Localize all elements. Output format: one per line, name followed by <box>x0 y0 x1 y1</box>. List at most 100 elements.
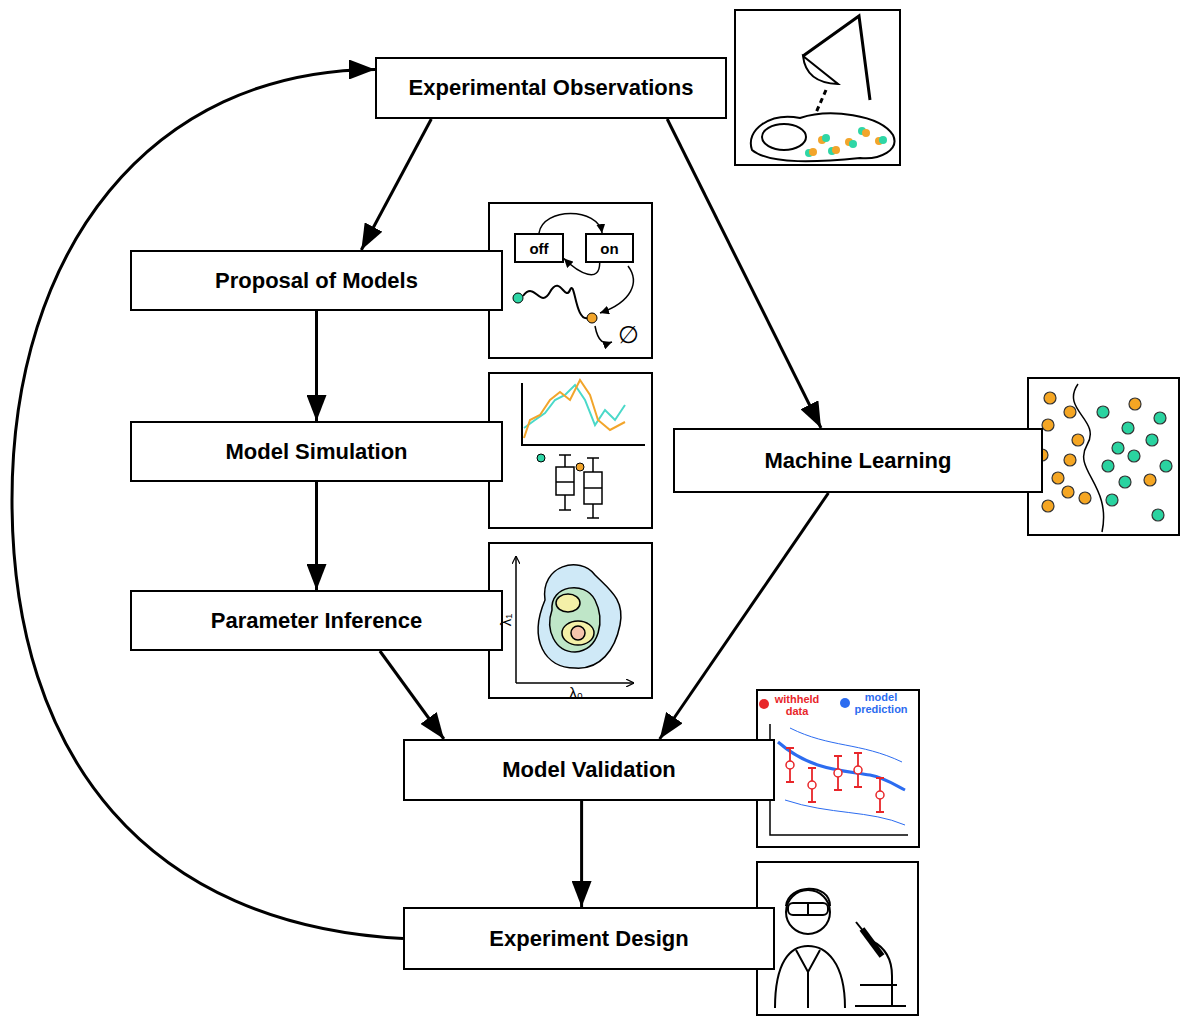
classifier-panel-part-part <box>1062 486 1074 498</box>
scientist-panel-part-part <box>786 890 830 934</box>
scientist-panel-part-part <box>775 946 845 1008</box>
validation-panel-part-part <box>854 753 862 787</box>
flow-arrow <box>660 493 829 739</box>
validation-panel-part <box>786 761 884 799</box>
process-box: Proposal of Models <box>130 250 503 311</box>
posterior-panel-part <box>516 682 634 684</box>
scientist-panel-part <box>862 929 882 956</box>
posterior-panel <box>489 543 652 698</box>
simulation-panel-part <box>556 467 574 495</box>
classifier-panel-part-part <box>1042 500 1054 512</box>
simulation-panel <box>489 373 652 528</box>
validation-panel <box>757 690 919 847</box>
microscope-panel-part-part <box>879 136 887 144</box>
node-label: on <box>600 240 618 257</box>
microscope-panel-part-part <box>832 146 840 154</box>
simulation-panel-part <box>489 373 652 528</box>
validation-panel-part-part <box>786 748 794 782</box>
flow-arrow <box>361 119 431 250</box>
simulation-panel-part <box>584 472 602 504</box>
validation-panel-part <box>790 728 902 762</box>
classifier-panel-part-part <box>1097 406 1109 418</box>
microscope-panel-part <box>805 127 887 157</box>
process-box: Experiment Design <box>403 907 775 970</box>
axis-label: λ₁ <box>498 610 514 630</box>
posterior-panel-part <box>489 543 652 698</box>
state-box: on <box>585 233 634 263</box>
classifier-panel-part <box>1097 406 1172 521</box>
scientist-panel-part <box>757 862 918 1015</box>
posterior-panel-part <box>556 594 580 612</box>
microscope-panel-part <box>762 124 806 150</box>
flow-arrow <box>12 69 403 938</box>
validation-panel-part-part <box>786 761 794 769</box>
classifier-panel-part-part <box>1079 492 1091 504</box>
scientist-panel-part-part <box>855 1005 906 1007</box>
classifier-panel-part-part <box>1119 476 1131 488</box>
classifier-panel-part-part <box>1160 460 1172 472</box>
empty-set-symbol: ∅ <box>613 322 643 347</box>
node-label: Parameter Inference <box>211 608 423 634</box>
validation-panel-part-part <box>808 781 816 789</box>
classifier-panel-part-part <box>1154 412 1166 424</box>
microscope-panel-part-part <box>822 134 830 142</box>
classifier-panel-part-part <box>1052 472 1064 484</box>
scientist-panel-part-part <box>788 903 828 915</box>
validation-panel-part <box>786 748 884 812</box>
classifier-panel-part-part <box>1128 450 1140 462</box>
validation-panel-part-part <box>876 791 884 799</box>
node-label: off <box>529 240 548 257</box>
microscope-panel-part <box>803 16 870 100</box>
posterior-panel-part <box>515 556 517 683</box>
classifier-panel-part-part <box>1112 442 1124 454</box>
validation-panel-part <box>840 698 850 708</box>
validation-panel-part <box>778 742 905 790</box>
model-sketch-panel-part <box>523 286 588 318</box>
posterior-panel-part <box>562 621 594 645</box>
microscope-panel-part <box>803 56 838 84</box>
flow-arrow <box>580 801 583 907</box>
validation-panel-part <box>757 690 919 847</box>
node-label: Experiment Design <box>489 926 688 952</box>
classifier-panel-part-part <box>1044 392 1056 404</box>
validation-panel-part-part <box>834 756 842 790</box>
simulation-panel-part <box>537 454 545 462</box>
model-sketch-panel-part <box>489 203 652 358</box>
model-sketch-panel <box>489 203 652 358</box>
process-box: Model Validation <box>403 739 775 801</box>
node-label: Experimental Observations <box>409 75 694 101</box>
node-label: Machine Learning <box>764 448 951 474</box>
classifier-panel-part <box>1028 378 1179 535</box>
flow-arrow <box>315 311 318 421</box>
classifier-panel-part-part <box>1152 509 1164 521</box>
axis-label: λ₀ <box>564 685 588 701</box>
classifier-panel-part-part <box>1102 460 1114 472</box>
validation-panel-part <box>759 699 769 709</box>
posterior-panel-part <box>550 588 600 652</box>
simulation-panel-part <box>584 487 602 489</box>
model-sketch-panel-part <box>600 266 633 313</box>
node-label: Proposal of Models <box>215 268 418 294</box>
model-sketch-panel-part <box>513 293 523 303</box>
simulation-panel-part <box>524 380 625 438</box>
scientist-panel <box>757 862 918 1015</box>
classifier-panel-part-part <box>1146 434 1158 446</box>
classifier-panel-part-part <box>1042 419 1054 431</box>
process-box: Machine Learning <box>673 428 1043 493</box>
validation-panel-part-part <box>834 769 842 777</box>
flow-arrow <box>380 651 444 739</box>
state-box: off <box>514 233 564 263</box>
model-sketch-panel-part <box>587 313 597 323</box>
classifier-panel-part <box>1073 384 1103 532</box>
process-box: Parameter Inference <box>130 590 503 651</box>
process-box: Experimental Observations <box>375 57 727 119</box>
posterior-panel-part <box>571 626 585 640</box>
microscope-panel-part-part <box>809 148 817 156</box>
node-label: Model Simulation <box>225 439 407 465</box>
classifier-panel-part-part <box>1072 434 1084 446</box>
classifier-panel-part-part <box>1129 398 1141 410</box>
microscope-panel-part-part <box>849 140 857 148</box>
scientist-panel-part <box>775 889 906 1008</box>
flow-arrow <box>539 214 602 234</box>
